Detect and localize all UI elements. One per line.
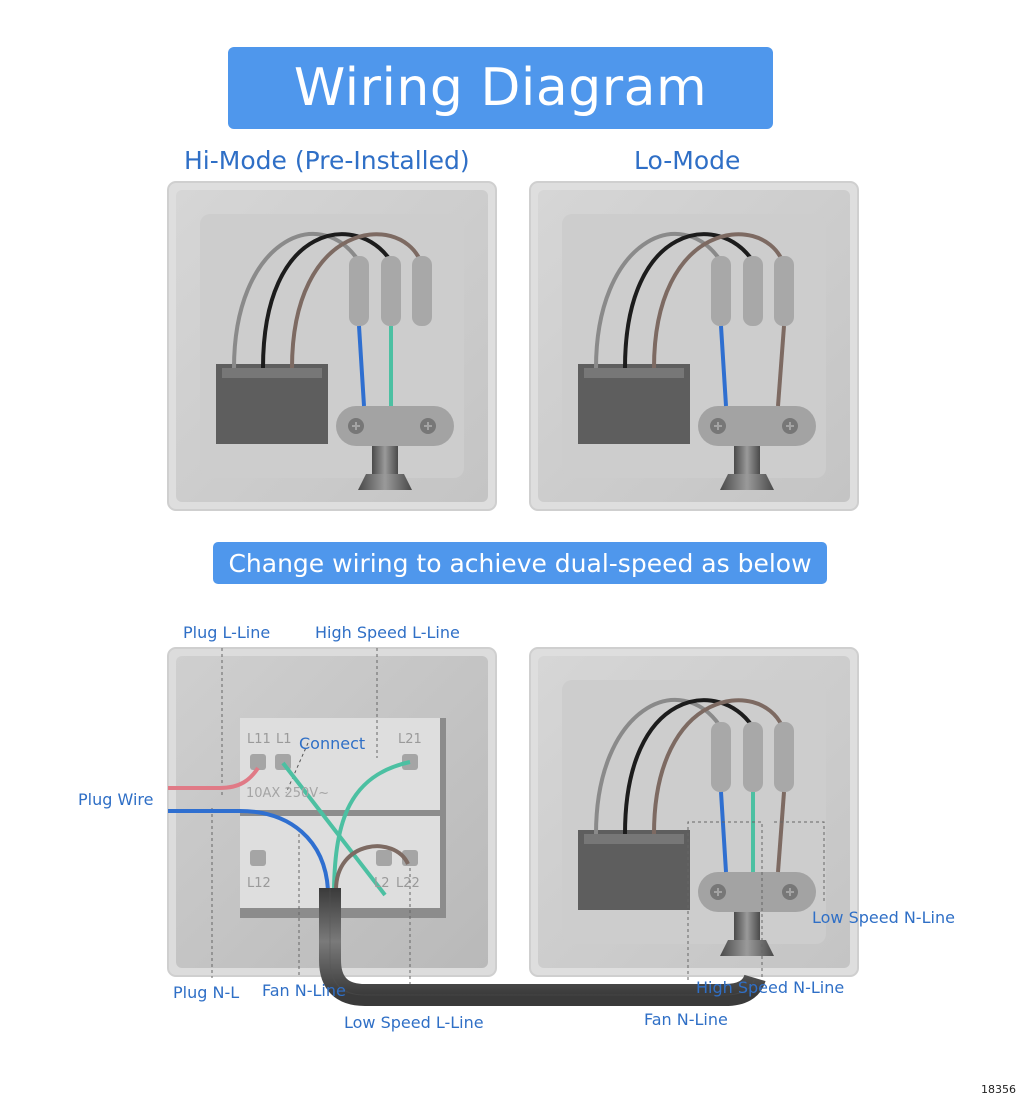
terminal-label-l2: L2 (374, 876, 390, 891)
green-connect-wire-l1-l2 (281, 761, 387, 897)
rating-text: 10AX 250V~ (246, 786, 330, 801)
fan-n-line-left-label: Fan N-Line (262, 981, 346, 1000)
plug-n-l-label: Plug N-L (173, 983, 240, 1002)
lo-mode-title: Lo-Mode (634, 146, 741, 175)
blue-wire (719, 325, 728, 407)
brown-wire (776, 325, 786, 407)
plug-blue-wire (168, 809, 330, 891)
plug-l-line-label: Plug L-Line (183, 623, 271, 642)
terminal-label-l22: L22 (396, 876, 420, 891)
terminal-label-l21: L21 (398, 732, 422, 747)
plug-wire-label: Plug Wire (78, 790, 154, 809)
fan-cable (319, 888, 766, 1006)
brown-wire (776, 791, 786, 873)
terminal-l12 (250, 850, 266, 866)
hi-mode-title: Hi-Mode (Pre-Installed) (184, 146, 470, 175)
terminal-label-l11: L11 (247, 732, 271, 747)
title-banner: Wiring Diagram (228, 47, 773, 129)
lo-mode-junction-box (528, 180, 860, 512)
high-speed-l-line-label: High Speed L-Line (315, 623, 460, 642)
fan-n-line-right-label: Fan N-Line (644, 1010, 728, 1029)
high-speed-n-line-label: High Speed N-Line (696, 978, 845, 997)
connect-label: Connect (299, 734, 366, 753)
green-wire-l21 (332, 760, 411, 891)
high-speed-n-line-guide (687, 821, 763, 980)
low-speed-l-line-label: Low Speed L-Line (344, 1013, 484, 1032)
terminal-l2 (376, 850, 392, 866)
dual-speed-junction-box (528, 646, 860, 980)
terminal-label-l12: L12 (247, 876, 271, 891)
subtitle-banner: Change wiring to achieve dual-speed as b… (213, 542, 827, 584)
low-speed-n-line-guide (774, 821, 825, 904)
brown-wire-l22 (334, 844, 410, 891)
terminal-label-l1: L1 (276, 732, 292, 747)
blue-wire (719, 791, 728, 873)
hi-mode-junction-box (166, 180, 498, 512)
terminal-l11 (250, 754, 266, 770)
blue-wire (357, 325, 366, 407)
plug-red-wire (168, 766, 260, 790)
image-id-number: 18356 (981, 1083, 1016, 1096)
low-speed-n-line-label: Low Speed N-Line (812, 908, 955, 927)
